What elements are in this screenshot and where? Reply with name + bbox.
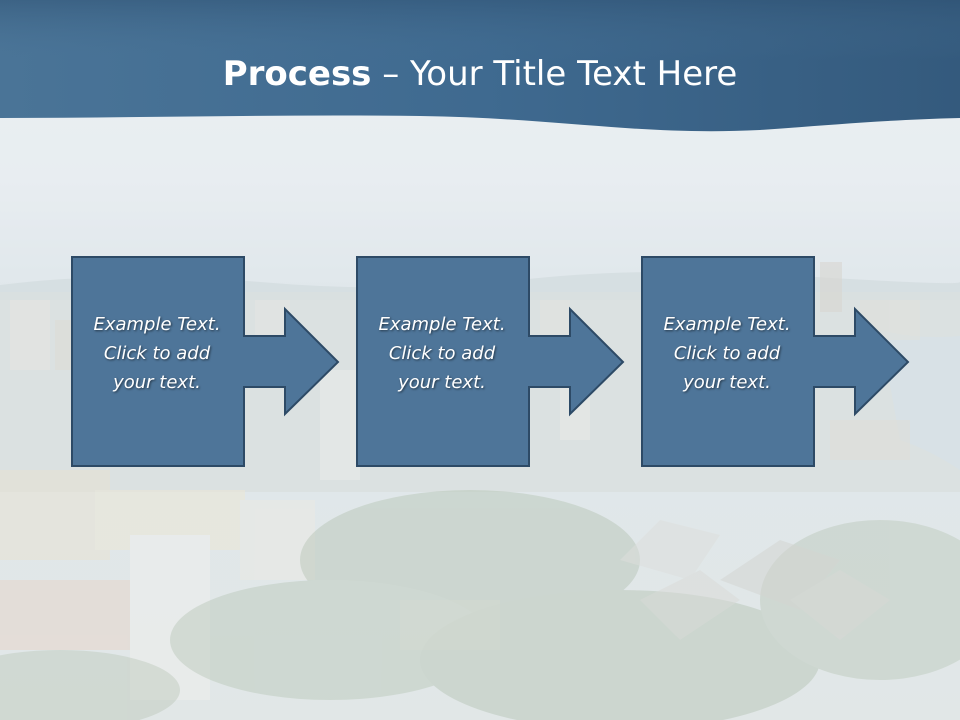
title-bold-part: Process (222, 54, 372, 94)
step-text-line: your text. (398, 372, 486, 393)
step-text-line: Example Text. (93, 314, 221, 335)
arrow-box-shape (641, 256, 910, 467)
title-text-part: – Your Title Text Here (371, 54, 738, 94)
process-step-2[interactable]: Example Text. Click to add your text. (356, 256, 631, 468)
process-step-3[interactable]: Example Text. Click to add your text. (641, 256, 916, 468)
step-2-text[interactable]: Example Text. Click to add your text. (356, 310, 528, 397)
step-text-line: your text. (683, 372, 771, 393)
step-3-text[interactable]: Example Text. Click to add your text. (641, 310, 813, 397)
arrow-box-shape (356, 256, 625, 467)
process-step-1[interactable]: Example Text. Click to add your text. (71, 256, 346, 468)
step-text-line: Click to add (103, 343, 211, 364)
step-text-line: Click to add (388, 343, 496, 364)
step-1-text[interactable]: Example Text. Click to add your text. (71, 310, 243, 397)
slide-title[interactable]: Process – Your Title Text Here (0, 50, 960, 98)
step-text-line: your text. (113, 372, 201, 393)
step-text-line: Click to add (673, 343, 781, 364)
arrow-box-shape (71, 256, 340, 467)
step-text-line: Example Text. (663, 314, 791, 335)
step-text-line: Example Text. (378, 314, 506, 335)
